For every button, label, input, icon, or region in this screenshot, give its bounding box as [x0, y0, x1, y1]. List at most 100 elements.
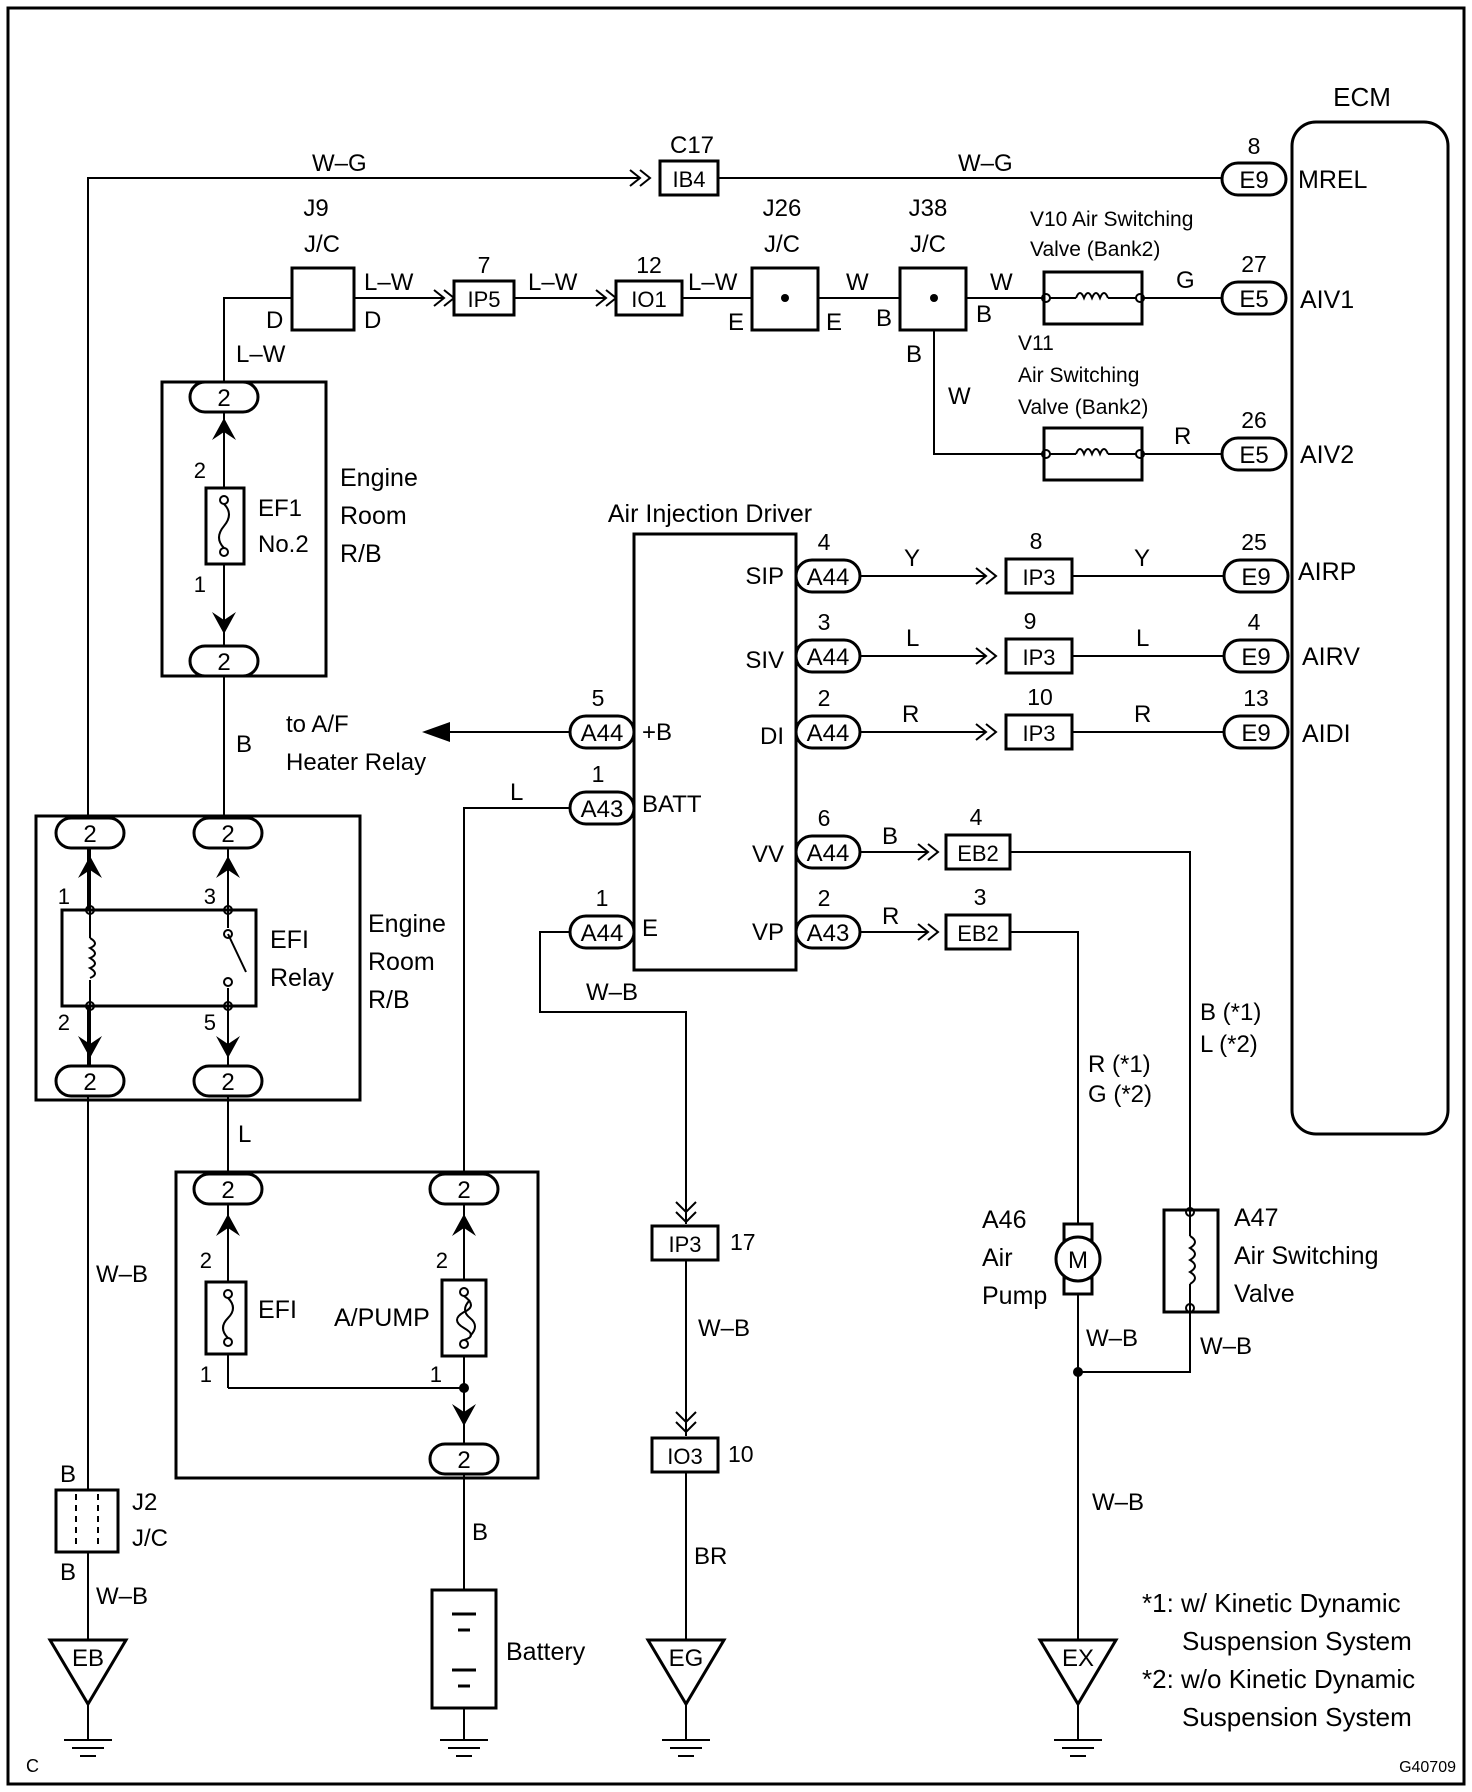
wire-label-wb-e: W–B	[586, 979, 638, 1006]
a44-label-e: A44	[581, 920, 624, 947]
eb2-label-vp: EB2	[957, 921, 999, 946]
ground-ex: EX	[1037, 1638, 1119, 1757]
af-heater-label-1: to A/F	[286, 711, 349, 738]
note-2-line-2: Suspension System	[1182, 1702, 1412, 1732]
pin-2-di: 2	[818, 685, 831, 711]
aid-pin-vp: VP	[752, 919, 784, 946]
a44-label-plus-b: A44	[581, 720, 624, 747]
pin-12-io1: 12	[636, 252, 662, 278]
wire-label-wg-2: W–G	[958, 150, 1013, 177]
wire-label-lw-2: L–W	[364, 269, 414, 296]
wire-label-r1: R (*1)	[1088, 1051, 1151, 1078]
pin-5-plus-b: 5	[592, 685, 605, 711]
e9-label-airv: E9	[1241, 644, 1270, 671]
wire-label-wb-eg: W–B	[698, 1315, 750, 1342]
connector-a44-e: A44 1 W–B	[539, 885, 687, 1224]
pin-3-eb2: 3	[974, 884, 987, 910]
valve-v10: V10 Air Switching Valve (Bank2)	[1030, 208, 1193, 326]
signal-vv: A44 6 EB2 4 B B (*1) L (*2)	[794, 804, 1261, 1210]
wire-label-b1: B (*1)	[1200, 999, 1261, 1026]
wire-label-r-aiv2: R	[1174, 423, 1191, 450]
a43-label-batt: A43	[581, 796, 624, 823]
wire-label-lw-4: L–W	[688, 269, 738, 296]
ecm-title: ECM	[1333, 82, 1391, 112]
wire-labels-upper: L–W L–W L–W L–W W W W G R	[236, 267, 1195, 450]
aid-pin-batt: BATT	[642, 791, 702, 818]
aid-pin-vv: VV	[752, 841, 784, 868]
ecm-pin-labels: MREL AIV1 AIV2 AIRP AIRV AIDI	[1298, 166, 1368, 748]
eb2-label-vv: EB2	[957, 841, 999, 866]
aid-pin-siv: SIV	[745, 647, 784, 674]
j38-term-b-left: B	[876, 305, 892, 332]
relay-pin-bottom-right: 2	[221, 1069, 234, 1096]
c17-label: C17	[670, 132, 714, 159]
a46-label-2: Air	[982, 1244, 1013, 1272]
wire-label-l-batt: L	[510, 779, 523, 806]
wire-label-r-2: R	[1134, 701, 1151, 728]
j2-label: J2	[132, 1489, 157, 1516]
rb1-pin-bottom: 2	[217, 649, 230, 676]
wire-label-r-1: R	[902, 701, 919, 728]
pin-6-vv: 6	[818, 805, 831, 831]
a44-label-vv: A44	[807, 840, 850, 867]
ecm-pin-aidi: AIDI	[1302, 720, 1351, 748]
connector-a43-batt: A43 1	[568, 761, 636, 826]
fuse-box: 2 2 2 1 2 1 EFI A/PUMP 2	[174, 1170, 540, 1480]
pin-8-ip3: 8	[1030, 528, 1043, 554]
ip3-label-sip: IP3	[1022, 565, 1055, 590]
pin-10-io3: 10	[728, 1441, 754, 1467]
a47-label-2: Air Switching	[1234, 1242, 1379, 1270]
ip3-label-di: IP3	[1022, 721, 1055, 746]
wire-label-b-vv: B	[882, 823, 898, 850]
af-heater-label-2: Heater Relay	[286, 749, 426, 776]
note-1-line-1: *1: w/ Kinetic Dynamic	[1142, 1588, 1401, 1618]
pin-8-mrel: 8	[1248, 133, 1261, 159]
j9-term-d-right: D	[364, 307, 381, 334]
j38-label: J38	[909, 195, 948, 222]
ecm-pin-airp: AIRP	[1298, 558, 1356, 586]
wire-label-b-battery: B	[472, 1519, 488, 1546]
pin-25: 25	[1241, 529, 1267, 555]
relay-pin-top-right: 2	[221, 821, 234, 848]
junction-j26: J26 J/C E E	[728, 195, 842, 336]
rb1-label-3: R/B	[340, 540, 382, 568]
aid-pin-e: E	[642, 915, 658, 942]
pin-4-eb2: 4	[970, 804, 983, 830]
wire-label-wb-ex: W–B	[1092, 1489, 1144, 1516]
ground-eg-label: EG	[669, 1645, 704, 1672]
rb2-label-1: Engine	[368, 910, 446, 938]
ground-eb-label: EB	[72, 1645, 104, 1672]
a47-label-1: A47	[1234, 1204, 1278, 1232]
j26-term-e-left: E	[728, 309, 744, 336]
battery: Battery	[430, 1588, 586, 1757]
e9-label-airp: E9	[1241, 564, 1270, 591]
relay-pin-2: 2	[58, 1010, 70, 1035]
wire-label-wb-j2: W–B	[96, 1583, 148, 1610]
rb2-label-2: Room	[368, 948, 435, 976]
v11-label-2: Air Switching	[1018, 364, 1139, 387]
engine-room-rb-top: 2 2 1 EF1 No.2 2 Engine Room R/B	[160, 380, 418, 678]
notes: *1: w/ Kinetic Dynamic Suspension System…	[1142, 1588, 1415, 1732]
efi-fuse-pin-2: 2	[200, 1248, 212, 1273]
j9-jc-label: J/C	[304, 231, 340, 258]
wire-label-w-3: W	[948, 383, 971, 410]
air-pump-a46: M A46 Air Pump	[982, 1206, 1102, 1310]
rb2-labels: Engine Room R/B	[368, 910, 446, 1014]
j38-term-b-bottom: B	[906, 341, 922, 368]
wire-w-g: W–G W–G	[87, 150, 1222, 1645]
apump-fuse-label: A/PUMP	[334, 1304, 430, 1332]
ecm-pin-aiv1: AIV1	[1300, 286, 1354, 314]
junction-j2: B B J2 J/C W–B	[54, 1461, 168, 1610]
j26-label: J26	[763, 195, 802, 222]
connector-a44-plus-b: A44 5 to A/F Heater Relay	[286, 685, 636, 776]
wire-label-l-1: L	[906, 625, 919, 652]
pin-4-sip: 4	[818, 529, 831, 555]
a43-label-vp: A43	[807, 920, 850, 947]
ground-eg-path: IP3 17 W–B IO3 10 BR	[650, 1201, 756, 1640]
figure-code: G40709	[1399, 1759, 1456, 1776]
a44-label-sip: A44	[807, 564, 850, 591]
battery-label: Battery	[506, 1638, 586, 1666]
rb1-label-1: Engine	[340, 464, 418, 492]
